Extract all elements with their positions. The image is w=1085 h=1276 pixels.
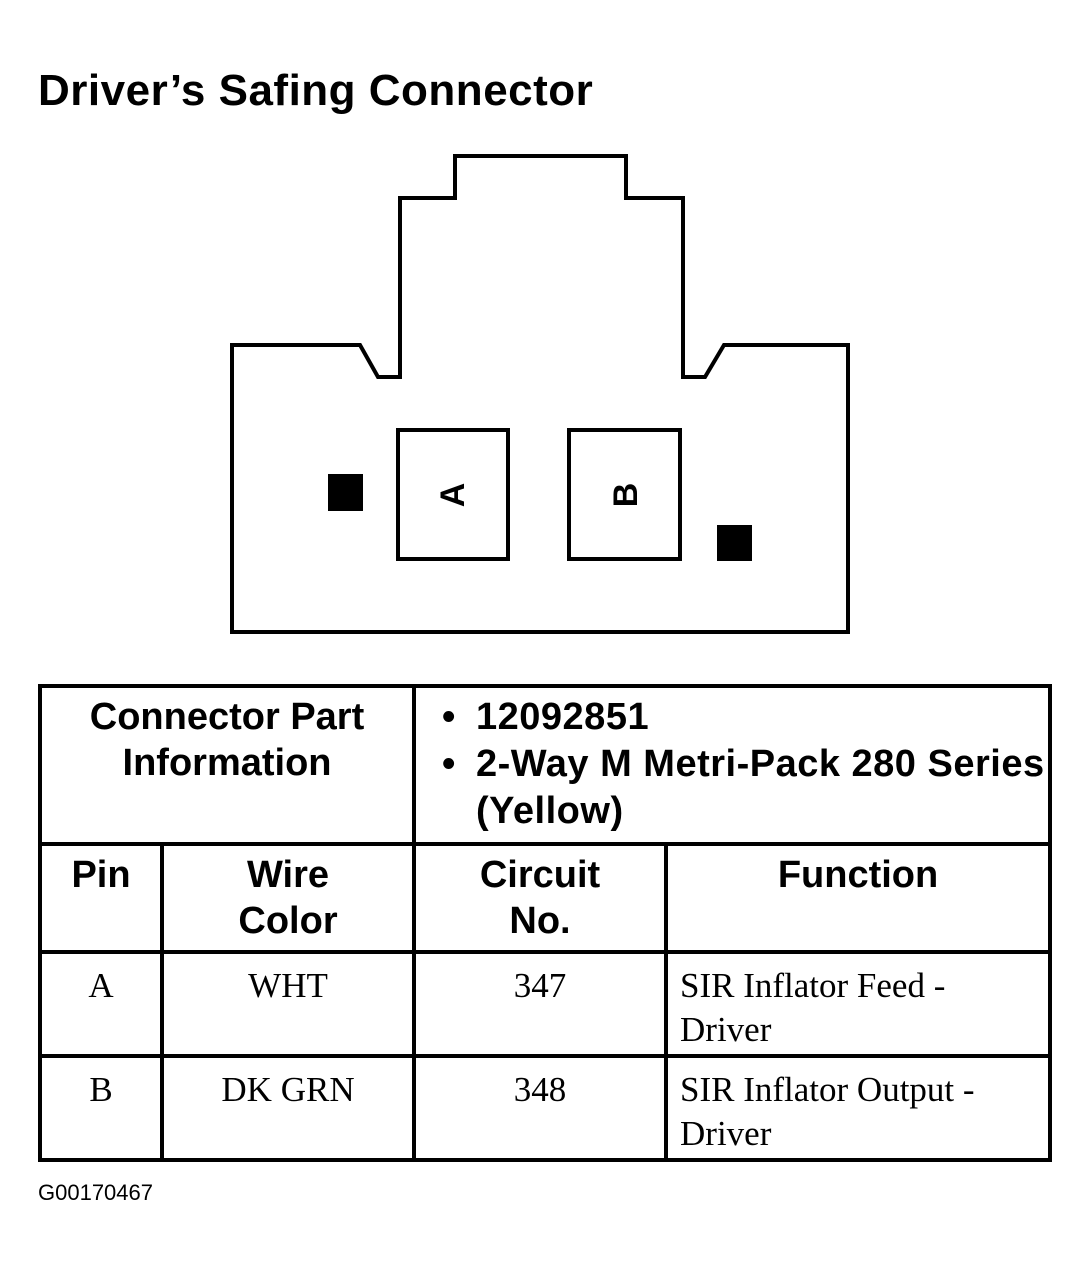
- row-a-pin: A: [38, 950, 164, 1058]
- header-wire-color-line1: Wire: [247, 854, 330, 896]
- connector-outline: [230, 154, 850, 634]
- part-info-value-cell: 12092851 2-Way M Metri-Pack 280 Series (…: [412, 684, 1053, 846]
- connector-info-table: Connector Part Information 12092851 2-Wa…: [37, 684, 1053, 1162]
- figure-code: G00170467: [38, 1180, 153, 1205]
- locking-tab-right: [717, 525, 752, 561]
- cavity-a-label: A: [434, 483, 472, 508]
- part-info-list: 12092851 2-Way M Metri-Pack 280 Series (…: [416, 688, 1048, 835]
- row-b-wire-color: DK GRN: [159, 1054, 417, 1162]
- row-a-function: SIR Inflator Feed - Driver: [664, 950, 1053, 1058]
- part-number: 12092851: [442, 694, 1048, 741]
- row-a-wire-color: WHT: [159, 950, 417, 1058]
- header-wire-color: Wire Color: [159, 842, 417, 954]
- header-circuit-line1: Circuit: [479, 854, 601, 896]
- header-function: Function: [664, 842, 1053, 954]
- cavity-b-label: B: [607, 483, 645, 508]
- row-b-circuit: 348: [412, 1054, 669, 1162]
- diagram-title: Driver’s Safing Connector: [38, 66, 594, 115]
- part-description: 2-Way M Metri-Pack 280 Series (Yellow): [442, 741, 1048, 835]
- row-a-circuit: 347: [412, 950, 669, 1058]
- connector-diagram: A B: [230, 154, 850, 634]
- cavity-a: [396, 428, 510, 561]
- header-pin: Pin: [38, 842, 164, 954]
- row-b-function: SIR Inflator Output - Driver: [664, 1054, 1053, 1162]
- part-info-label-cell: Connector Part Information: [37, 684, 417, 846]
- header-circuit-line2: No.: [509, 900, 571, 942]
- header-pin-label: Pin: [71, 854, 131, 896]
- cavity-b: [567, 428, 682, 561]
- table-row: B DK GRN 348 SIR Inflator Output - Drive…: [38, 1054, 1053, 1162]
- locking-tab-left: [328, 474, 363, 511]
- table-row: A WHT 347 SIR Inflator Feed - Driver: [38, 950, 1053, 1058]
- header-wire-color-line2: Color: [238, 900, 338, 942]
- part-info-row: Connector Part Information 12092851 2-Wa…: [37, 684, 1053, 846]
- header-row: Pin Wire Color Circuit No. Function: [38, 842, 1053, 954]
- row-b-pin: B: [38, 1054, 164, 1162]
- header-function-label: Function: [777, 854, 939, 896]
- header-circuit: Circuit No.: [412, 842, 669, 954]
- part-info-label-line1: Connector Part: [89, 696, 365, 738]
- part-info-label-line2: Information: [122, 742, 332, 784]
